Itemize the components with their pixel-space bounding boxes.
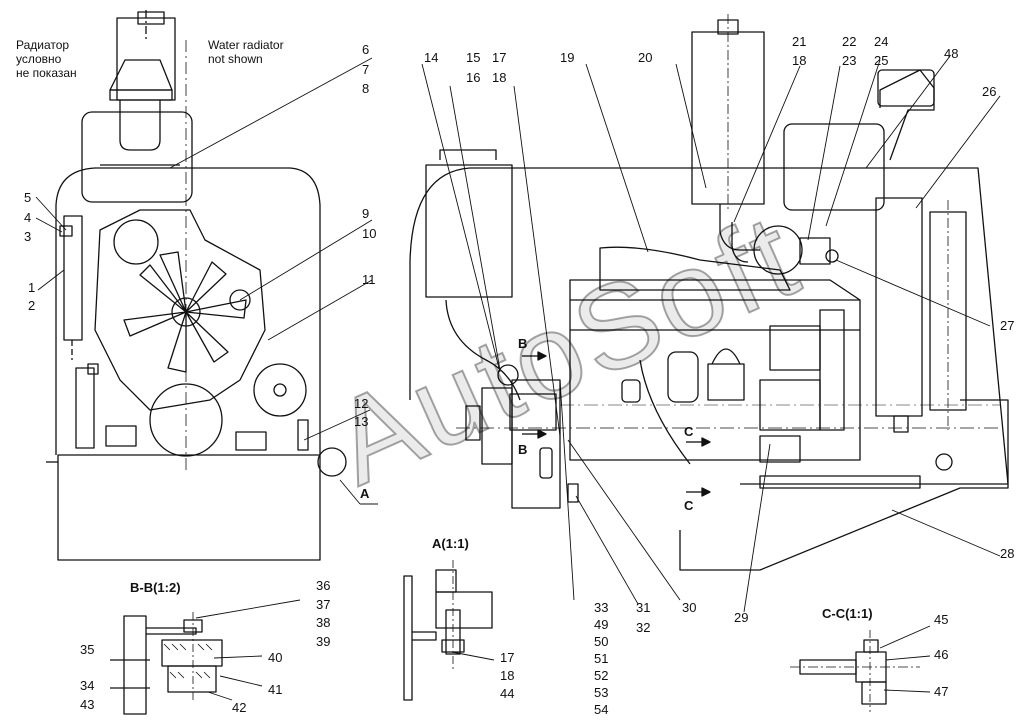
callout-number: 17 [500, 650, 515, 665]
section-title-bb: B-B(1:2) [130, 580, 181, 595]
callout-number: 50 [594, 634, 609, 649]
callout-number: 25 [874, 53, 889, 68]
callout-number: 35 [80, 642, 95, 657]
callout-number: 51 [594, 651, 609, 666]
callout-number: 17 [492, 50, 507, 65]
callout-number: 13 [354, 414, 369, 429]
callout-number: 19 [560, 50, 575, 65]
callout-number: 30 [682, 600, 697, 615]
callout-number: 18 [500, 668, 515, 683]
side-view [410, 14, 1008, 570]
callout-number: 11 [362, 272, 376, 287]
callout-number: 52 [594, 668, 609, 683]
callout-number: 18 [492, 70, 507, 85]
note-line: Радиатор [16, 38, 70, 52]
callout-number: 20 [638, 50, 653, 65]
callout-number: 47 [934, 684, 949, 699]
callout-number: 33 [594, 600, 609, 615]
callout-number: 44 [500, 686, 515, 701]
callout-number: 5 [24, 190, 32, 205]
view-marker-c-top: C [684, 424, 694, 439]
callout-number: 6 [362, 42, 370, 57]
callout-number: 34 [80, 678, 95, 693]
view-marker-b-top: B [518, 336, 528, 351]
callout-number: 16 [466, 70, 481, 85]
note-line: не показан [16, 66, 77, 80]
callout-number: 3 [24, 229, 32, 244]
callout-number: 12 [354, 396, 369, 411]
callout-number: 38 [316, 615, 331, 630]
callout-number: 23 [842, 53, 857, 68]
radiator-note-en: Water radiator not shown [208, 38, 284, 66]
callout-number: 21 [792, 34, 807, 49]
view-marker-a: A [360, 486, 370, 501]
callout-number: 40 [268, 650, 283, 665]
callout-number: 28 [1000, 546, 1015, 561]
callout-number: 39 [316, 634, 331, 649]
callout-number: 18 [792, 53, 807, 68]
note-line: not shown [208, 52, 263, 66]
view-marker-c-bottom: C [684, 498, 694, 513]
callout-number: 48 [944, 46, 959, 61]
callout-number: 49 [594, 617, 609, 632]
callout-number: 42 [232, 700, 247, 715]
leader-lines [36, 56, 1000, 700]
callout-number: 8 [362, 81, 370, 96]
callout-number: 45 [934, 612, 949, 627]
callout-number: 2 [28, 298, 36, 313]
callout-number: 36 [316, 578, 331, 593]
note-line: Water radiator [208, 38, 284, 52]
detail-bb [110, 612, 222, 714]
callout-number: 31 [636, 600, 651, 615]
callout-number: 32 [636, 620, 651, 635]
callout-number: 24 [874, 34, 889, 49]
callout-number: 22 [842, 34, 857, 49]
callout-number: 29 [734, 610, 749, 625]
callout-number: 43 [80, 697, 95, 712]
callout-number: 4 [24, 210, 32, 225]
callout-number: 41 [268, 682, 283, 697]
callout-number: 46 [934, 647, 949, 662]
callout-number: 15 [466, 50, 481, 65]
callout-number: 26 [982, 84, 997, 99]
section-title-a: A(1:1) [432, 536, 469, 551]
callout-number: 10 [362, 226, 377, 241]
callout-number: 37 [316, 597, 331, 612]
detail-a [404, 560, 492, 700]
front-view [46, 10, 346, 560]
callout-number: 27 [1000, 318, 1015, 333]
callout-number: 53 [594, 685, 609, 700]
callout-number: 54 [594, 702, 609, 717]
detail-cc [790, 630, 920, 712]
radiator-note-ru: Радиатор условно не показан [16, 38, 77, 80]
callout-number: 14 [424, 50, 439, 65]
note-line: условно [16, 52, 62, 66]
section-title-cc: C-C(1:1) [822, 606, 873, 621]
callout-number: 9 [362, 206, 370, 221]
callout-number: 7 [362, 62, 370, 77]
view-marker-b-bottom: B [518, 442, 528, 457]
callout-number: 1 [28, 280, 36, 295]
